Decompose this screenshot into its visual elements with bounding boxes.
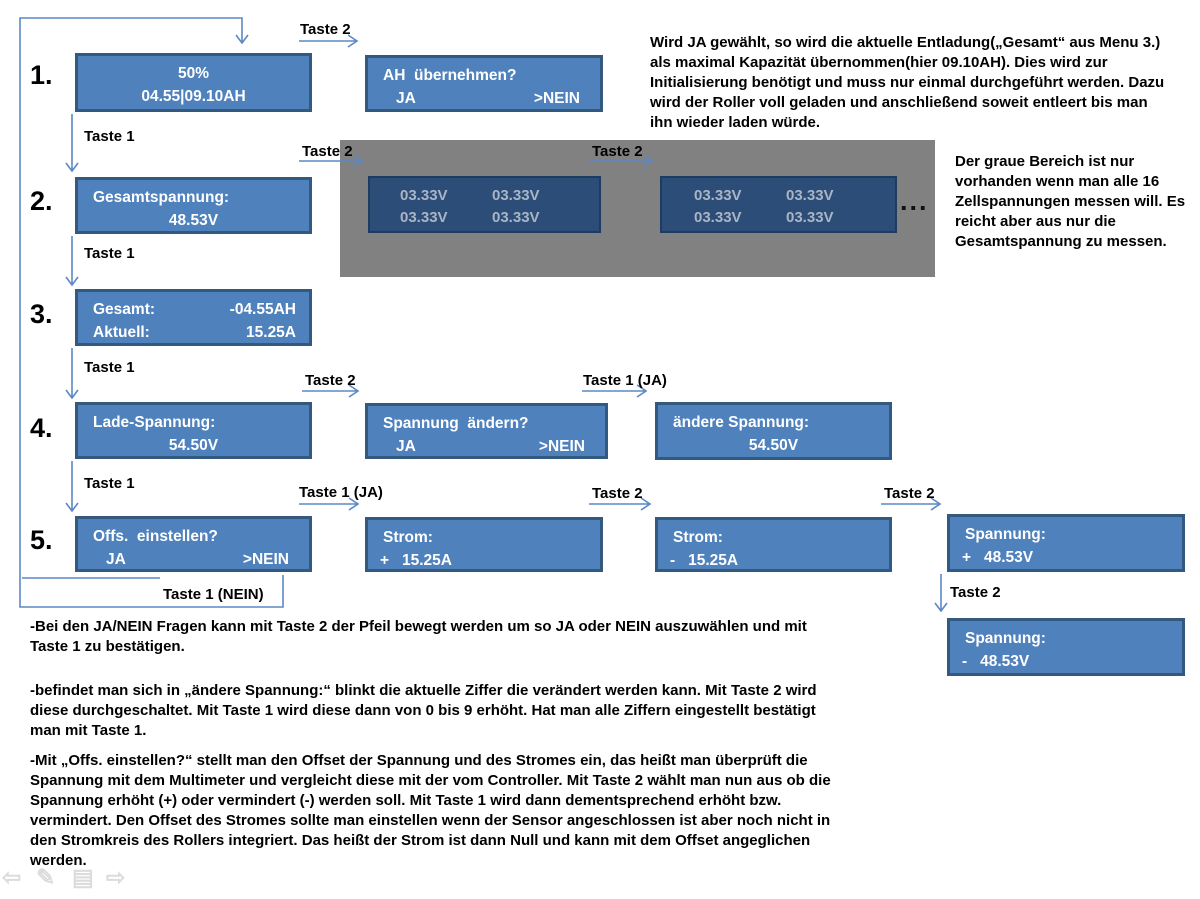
cell-voltage: 03.33V (694, 209, 742, 226)
label-taste1-ja-row5: Taste 1 (JA) (299, 484, 383, 501)
totals-row-gesamt: Gesamt: -04.55AH (78, 298, 309, 321)
screen-change-voltage: ändere Spannung: 54.50V (655, 402, 892, 460)
nav-forward-icon[interactable]: ⇨ (106, 864, 126, 890)
current-plus-value: + 15.25A (380, 552, 452, 569)
label-taste2-row5c: Taste 2 (884, 485, 935, 502)
label-taste1-a: Taste 1 (84, 128, 135, 145)
pages-list-icon[interactable]: ▤ (72, 864, 94, 890)
screen-charge-voltage: Lade-Spannung: 54.50V (75, 402, 312, 459)
totals-aktuell-value: 15.25A (246, 324, 296, 341)
offset-confirm-options: JA >NEIN (78, 548, 309, 571)
screen-ah-confirm: AH übernehmen? JA >NEIN (365, 55, 603, 112)
label-taste2-row1: Taste 2 (300, 21, 351, 38)
cell-voltage: 03.33V (400, 209, 448, 226)
note-aendere-spannung: -befindet man sich in „ändere Spannung:“… (30, 682, 817, 739)
label-taste1-d: Taste 1 (84, 475, 135, 492)
total-voltage-value: 48.53V (168, 212, 219, 229)
cell-voltage: 03.33V (786, 209, 834, 226)
offset-confirm-title: Offs. einstellen? (93, 528, 218, 545)
edit-pencil-icon[interactable]: ✎ (36, 864, 56, 890)
label-taste2-row5b: Taste 2 (592, 485, 643, 502)
label-taste2-row4: Taste 2 (305, 372, 356, 389)
voltage-plus-title: Spannung: (965, 526, 1046, 543)
label-taste2-row2b: Taste 2 (592, 143, 643, 160)
current-plus-title: Strom: (383, 529, 433, 546)
cell-voltage: 03.33V (492, 209, 540, 226)
screen-current-minus: Strom: - 15.25A (655, 517, 892, 572)
voltage-plus-value: + 48.53V (962, 549, 1034, 566)
current-minus-title: Strom: (673, 529, 723, 546)
step-number-5: 5. (30, 525, 53, 555)
charge-voltage-title: Lade-Spannung: (93, 414, 216, 431)
screen-voltage-plus: Spannung: + 48.53V (947, 514, 1185, 572)
label-taste1-c: Taste 1 (84, 359, 135, 376)
screen-soc: 50% 04.55|09.10AH (75, 53, 312, 112)
soc-percent: 50% (177, 65, 210, 82)
totals-row-aktuell: Aktuell: 15.25A (78, 321, 309, 344)
cell-voltage: 03.33V (786, 187, 834, 204)
change-voltage-confirm-yes: JA (396, 438, 416, 455)
totals-gesamt-value: -04.55AH (229, 301, 296, 318)
change-voltage-confirm-title: Spannung ändern? (383, 415, 529, 432)
step-number-2: 2. (30, 186, 53, 216)
cell-voltage: 03.33V (694, 187, 742, 204)
ellipsis-more-cells: ... (900, 186, 929, 216)
label-taste2-row2a: Taste 2 (302, 143, 353, 160)
note-offset: -Mit „Offs. einstellen?“ stellt man den … (30, 752, 831, 869)
voltage-minus-title: Spannung: (965, 630, 1046, 647)
change-voltage-title: ändere Spannung: (673, 414, 810, 431)
label-taste1-ja-row4: Taste 1 (JA) (583, 372, 667, 389)
offset-confirm-no: >NEIN (242, 551, 289, 568)
change-voltage-confirm-no: >NEIN (538, 438, 585, 455)
label-taste1-b: Taste 1 (84, 245, 135, 262)
ah-confirm-title: AH übernehmen? (383, 67, 517, 84)
voltage-minus-value: - 48.53V (962, 653, 1030, 670)
totals-aktuell-label: Aktuell: (93, 324, 150, 341)
nav-back-icon[interactable]: ⇦ (2, 864, 22, 890)
note-janein: -Bei den JA/NEIN Fragen kann mit Taste 2… (30, 618, 807, 655)
label-taste2-col4: Taste 2 (950, 584, 1001, 601)
current-minus-value: - 15.25A (670, 552, 739, 569)
note-ah-uebernehmen: Wird JA gewählt, so wird die aktuelle En… (650, 34, 1165, 131)
screen-cell-voltages-b: 03.33V 03.33V 03.33V 03.33V (660, 176, 897, 233)
ah-confirm-yes: JA (396, 90, 416, 107)
totals-gesamt-label: Gesamt: (93, 301, 156, 318)
label-taste1-nein: Taste 1 (NEIN) (163, 586, 264, 603)
screen-voltage-minus: Spannung: - 48.53V (947, 618, 1185, 676)
cell-voltage: 03.33V (400, 187, 448, 204)
note-gray-region: Der graue Bereich ist nur vorhanden wenn… (955, 153, 1186, 250)
cell-voltage: 03.33V (492, 187, 540, 204)
ah-confirm-options: JA >NEIN (368, 87, 600, 110)
ah-confirm-no: >NEIN (533, 90, 580, 107)
screen-offset-confirm: Offs. einstellen? JA >NEIN (75, 516, 312, 572)
change-voltage-confirm-options: JA >NEIN (368, 435, 605, 458)
screen-cell-voltages-a: 03.33V 03.33V 03.33V 03.33V (368, 176, 601, 233)
soc-ah-value: 04.55|09.10AH (141, 88, 246, 105)
charge-voltage-value: 54.50V (168, 437, 219, 454)
offset-confirm-yes: JA (106, 551, 126, 568)
screen-current-plus: Strom: + 15.25A (365, 517, 603, 572)
change-voltage-value: 54.50V (748, 437, 799, 454)
step-number-4: 4. (30, 413, 53, 443)
screen-total-voltage: Gesamtspannung: 48.53V (75, 177, 312, 234)
screen-change-voltage-confirm: Spannung ändern? JA >NEIN (365, 403, 608, 459)
screen-totals: Gesamt: -04.55AH Aktuell: 15.25A (75, 289, 312, 346)
total-voltage-title: Gesamtspannung: (93, 189, 230, 206)
step-number-1: 1. (30, 60, 53, 90)
step-number-3: 3. (30, 299, 53, 329)
